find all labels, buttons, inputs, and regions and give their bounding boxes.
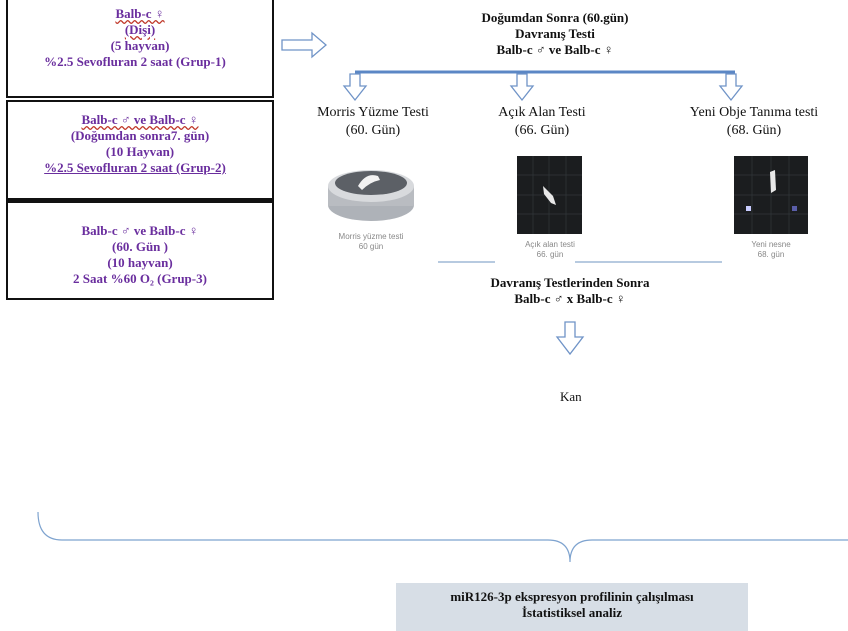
after-tests-line-2: Balb-c ♂ x Balb-c ♀	[514, 291, 626, 306]
novel-object-image	[734, 156, 808, 234]
caption-open-field: Açık alan testi 66. gün	[495, 240, 605, 260]
top-title-line-2: Davranış Testi	[515, 26, 595, 41]
after-tests-label: Davranış Testlerinden Sonra Balb-c ♂ x B…	[420, 275, 720, 307]
test-morris: Morris Yüzme Testi (60. Gün)	[293, 104, 453, 140]
caption-line: 66. gün	[536, 250, 564, 259]
top-title-line-3: Balb-c ♂ ve Balb-c ♀	[496, 42, 614, 57]
right-arrow-icon	[281, 31, 327, 59]
group-3-box: Balb-c ♂ ve Balb-c ♀ (60. Gün ) (10 hayv…	[6, 200, 274, 300]
bottom-brace	[37, 511, 848, 563]
group-3-line-1: Balb-c ♂ ve Balb-c ♀	[81, 223, 199, 238]
group-2-line-3: (10 Hayvan)	[105, 144, 175, 159]
top-title-line-1: Doğumdan Sonra (60.gün)	[481, 10, 629, 25]
caption-line: 60 gün	[358, 242, 384, 251]
test-title: Yeni Obje Tanıma testi	[689, 105, 819, 120]
test-day: (66. Gün)	[514, 123, 570, 138]
caption-novel-object: Yeni nesne 68. gün	[716, 240, 826, 260]
test-title: Açık Alan Testi	[498, 105, 586, 120]
caption-line: Açık alan testi	[525, 240, 575, 249]
test-novel-object: Yeni Obje Tanıma testi (68. Gün)	[660, 104, 848, 140]
final-analysis-box: miR126-3p ekspresyon profilinin çalışılm…	[396, 583, 748, 631]
final-line-1: miR126-3p ekspresyon profilinin çalışılm…	[450, 589, 694, 604]
group-1-line-2: (Dişi)	[124, 22, 156, 37]
group-1-box: Balb-c ♀ (Dişi) (5 hayvan) %2.5 Sevoflur…	[6, 0, 274, 98]
group-1-line-1: Balb-c ♀	[115, 6, 165, 21]
group-3-line-2: (60. Gün )	[112, 239, 168, 254]
caption-line: 68. gün	[757, 250, 785, 259]
test-day: (60. Gün)	[345, 123, 401, 138]
top-title: Doğumdan Sonra (60.gün) Davranış Testi B…	[400, 10, 710, 58]
final-line-2: İstatistiksel analiz	[521, 605, 623, 620]
group-1-line-3: (5 hayvan)	[110, 38, 170, 53]
down-arrow-icon	[555, 321, 585, 356]
open-field-image	[517, 156, 582, 234]
test-day: (68. Gün)	[726, 123, 782, 138]
group-1-line-4: %2.5 Sevofluran 2 saat (Grup-1)	[44, 54, 226, 69]
down-arrow-icon	[342, 73, 368, 102]
caption-line: Morris yüzme testi	[338, 232, 404, 241]
down-arrow-icon	[509, 73, 535, 102]
group-2-line-4: %2.5 Sevofluran 2 saat (Grup-2)	[44, 160, 226, 175]
group-3-line-4: 2 Saat %60 O₂ (Grup-3)	[73, 271, 207, 286]
group-2-box: Balb-c ♂ ve Balb-c ♀ (Doğumdan sonra7. g…	[6, 100, 274, 200]
morris-pool-image	[328, 170, 414, 221]
caption-morris: Morris yüzme testi 60 gün	[311, 232, 431, 252]
group-2-line-1: Balb-c ♂ ve Balb-c ♀	[81, 112, 199, 127]
group-2-line-2: (Doğumdan sonra7. gün)	[70, 128, 210, 143]
test-open-field: Açık Alan Testi (66. Gün)	[472, 104, 612, 140]
test-title: Morris Yüzme Testi	[317, 105, 429, 120]
down-arrow-icon	[718, 73, 744, 102]
after-tests-line-1: Davranış Testlerinden Sonra	[490, 275, 650, 290]
group-3-line-3: (10 hayvan)	[107, 255, 173, 270]
blood-label: Kan	[560, 389, 582, 404]
caption-line: Yeni nesne	[751, 240, 791, 249]
